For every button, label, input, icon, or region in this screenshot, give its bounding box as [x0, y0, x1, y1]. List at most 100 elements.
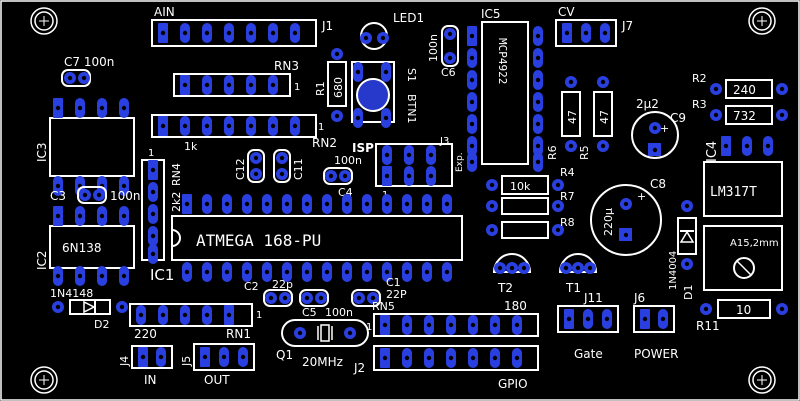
label-rn4-pin1: 1 — [148, 148, 154, 159]
label-c7: C7 100n — [64, 55, 114, 69]
label-r7: R7 — [560, 190, 575, 203]
label-rn1-value: 220 — [134, 327, 157, 341]
diode-d2: 1N4148 D2 — [50, 287, 128, 331]
label-rn5-value: 180 — [504, 299, 527, 313]
label-c3: C3 — [50, 189, 66, 203]
resistor-r7: R7 — [486, 190, 575, 215]
label-c2: C2 — [244, 280, 259, 293]
label-btn1: BTN1 — [405, 94, 418, 124]
capacitor-c7: C7 100n — [61, 55, 114, 87]
label-j6: J6 — [633, 291, 645, 305]
capacitor-c8: + 220µ C8 — [590, 177, 666, 256]
label-c4-value: 100n — [334, 154, 362, 167]
header-j11-gate: J11 Gate — [557, 291, 619, 361]
resistor-r11: 10 R11 — [696, 299, 788, 333]
resistor-r1: 680 R1 — [314, 48, 347, 122]
label-d2-value: 1N4148 — [50, 287, 93, 300]
capacitor-c2: C2 22p — [244, 278, 293, 307]
resistor-r5: 47 R5 — [578, 76, 613, 160]
label-c8-value: 220µ — [602, 208, 615, 236]
label-rn1-pin1: 1 — [256, 310, 262, 321]
label-exp: Exp. — [455, 152, 465, 172]
label-ain: AIN — [154, 5, 175, 19]
mounting-hole — [748, 7, 776, 35]
label-t1: T1 — [565, 281, 581, 295]
capacitor-c6: 100n C6 — [427, 25, 459, 79]
capacitor-c11: C11 — [273, 149, 305, 183]
diode-d1: 1N4004 D1 — [668, 200, 697, 300]
label-ic1: IC1 — [150, 266, 174, 284]
ic2-6n138: 6N138 IC2 — [35, 206, 135, 286]
crystal-q1: Q1 20MHz — [276, 319, 369, 369]
ic1-atmega168: ATMEGA 168-PU IC1 — [150, 194, 463, 284]
label-heatsink: A15,2mm — [730, 238, 779, 249]
capacitor-c12: C12 — [234, 149, 265, 183]
label-6n138: 6N138 — [62, 241, 102, 255]
header-j1-ain: AIN J1 — [151, 5, 333, 47]
label-rn4: RN4 — [170, 163, 183, 186]
label-r4: R4 — [560, 166, 575, 179]
label-j1: J1 — [321, 19, 333, 33]
mounting-hole — [30, 7, 58, 35]
label-c11: C11 — [292, 158, 305, 180]
label-c3-value: 100n — [110, 189, 141, 203]
label-r11: R11 — [696, 319, 720, 333]
capacitor-c5: C5 100n — [299, 289, 353, 319]
label-out: OUT — [204, 373, 230, 387]
label-ic5: IC5 — [481, 7, 501, 21]
label-cv: CV — [558, 5, 575, 19]
label-lm317t: LM317T — [710, 185, 757, 200]
label-c6-value: 100n — [427, 34, 440, 62]
label-j2: J2 — [353, 361, 365, 375]
label-c9-value: 2µ2 — [636, 97, 659, 111]
header-j2-gpio: J2 GPIO — [353, 345, 539, 391]
label-rn5-pin1: 1 — [366, 322, 372, 333]
header-j7-cv: CV J7 — [555, 5, 633, 47]
label-rn2-pin1: 1 — [318, 122, 324, 133]
label-c5: C5 — [302, 306, 317, 319]
resistor-r6: 47 R6 — [546, 76, 581, 160]
label-ic2: IC2 — [35, 250, 49, 270]
ic5-mcp4922: IC5 MCP4922 — [467, 7, 543, 172]
resistor-network-rn2: 1k RN2 1 — [151, 114, 337, 153]
label-r5-value: 47 — [598, 110, 611, 124]
mounting-hole — [748, 366, 776, 394]
header-j3-isp: ISP J3 Exp. 1 — [352, 136, 465, 201]
label-rn1: RN1 — [226, 327, 251, 341]
resistor-network-rn5: RN5 180 1 — [366, 299, 539, 337]
label-d2: D2 — [94, 318, 109, 331]
label-j5: J5 — [180, 356, 193, 367]
label-j3: J3 — [439, 136, 449, 147]
label-gate: Gate — [574, 347, 603, 361]
label-c2-value: 22p — [272, 278, 293, 291]
label-r4-value: 10k — [510, 180, 531, 193]
label-in: IN — [144, 373, 157, 387]
resistor-network-rn4: 2k2 RN4 1 — [141, 148, 183, 264]
resistor-r3: 732 R3 — [692, 98, 788, 125]
capacitor-c9: + 2µ2 C9 — [631, 97, 686, 159]
label-r8: R8 — [560, 216, 575, 229]
pushbutton-s1: S1 BTN1 — [351, 61, 418, 128]
header-j4-in: J4 IN — [118, 345, 173, 387]
label-rn2: RN2 — [312, 136, 337, 150]
transistor-t1: T1 — [558, 253, 598, 295]
header-j5-out: J5 OUT — [180, 343, 255, 387]
label-c9: C9 — [670, 111, 686, 125]
label-r11-value: 10 — [736, 303, 751, 317]
led1: LED1 — [360, 11, 424, 50]
header-j6-power: J6 POWER — [633, 291, 678, 361]
label-r5: R5 — [578, 145, 591, 160]
label-d1: D1 — [682, 285, 695, 300]
label-rn3: RN3 — [274, 59, 299, 73]
resistor-r4: 10k R4 — [486, 166, 575, 195]
capacitor-c3: C3 100n — [50, 186, 141, 204]
label-j11: J11 — [583, 291, 603, 305]
label-r3: R3 — [692, 98, 707, 111]
label-s1: S1 — [405, 68, 418, 82]
label-r2: R2 — [692, 72, 707, 85]
label-mcp4922: MCP4922 — [496, 38, 509, 84]
label-rn2-value: 1k — [184, 140, 198, 153]
label-r2-value: 240 — [733, 83, 756, 97]
